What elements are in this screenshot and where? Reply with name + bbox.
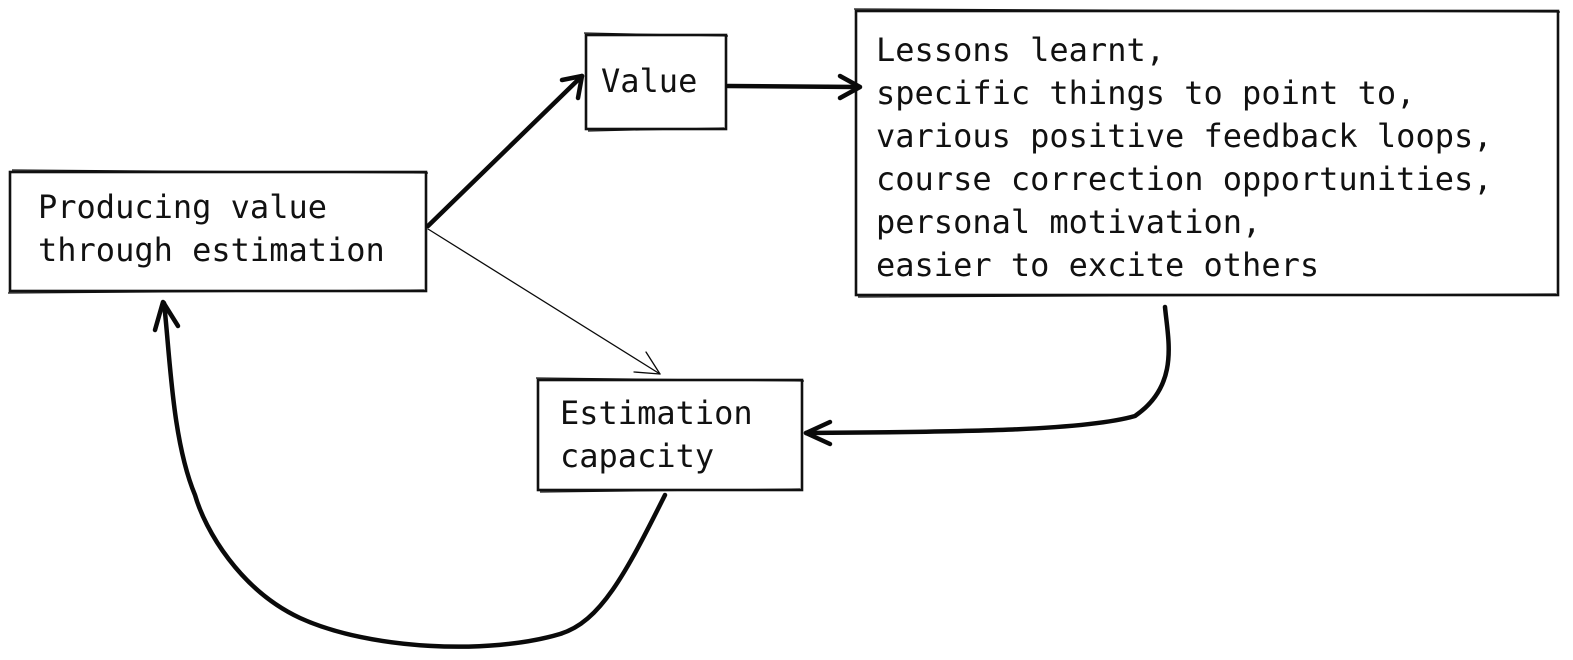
node-producing-value[interactable]: Producing value through estimation bbox=[7, 169, 429, 294]
node-estimation-capacity-line-1: Estimation bbox=[560, 394, 753, 432]
node-producing-value-line-2: through estimation bbox=[38, 231, 385, 269]
node-lessons-line-6: easier to excite others bbox=[876, 246, 1319, 284]
edge-value-to-lessons bbox=[725, 73, 863, 101]
edge-producing-to-estimation bbox=[427, 228, 661, 375]
node-lessons-line-3: various positive feedback loops, bbox=[876, 117, 1493, 155]
arrowhead bbox=[559, 73, 585, 101]
svg-text:Lessons learnt, specific: Lessons learnt, specific things to point… bbox=[876, 31, 1512, 284]
svg-text:Estimation capacity: Estimation capacity bbox=[560, 394, 772, 475]
node-value-label: Value bbox=[601, 62, 697, 100]
node-estimation-capacity[interactable]: Estimation capacity bbox=[535, 377, 805, 493]
node-lessons-line-5: personal motivation, bbox=[876, 203, 1261, 241]
edge-estimation-to-producing bbox=[152, 299, 668, 649]
arrowhead bbox=[633, 351, 661, 375]
node-lessons-line-2: specific things to point to, bbox=[876, 74, 1415, 112]
arrowhead bbox=[837, 73, 863, 101]
node-lessons-line-1: Lessons learnt, bbox=[876, 31, 1165, 69]
node-value[interactable]: Value bbox=[583, 32, 729, 132]
svg-text:Value: Value bbox=[601, 62, 697, 100]
edge-producing-to-value bbox=[425, 73, 585, 229]
node-lessons-line-4: course correction opportunities, bbox=[876, 160, 1493, 198]
node-lessons[interactable]: Lessons learnt, specific things to point… bbox=[853, 8, 1561, 298]
node-estimation-capacity-line-2: capacity bbox=[560, 437, 714, 475]
svg-text:Producing value through: Producing value through estimation bbox=[38, 188, 385, 269]
arrowhead bbox=[803, 419, 833, 447]
edge-lessons-to-estimation bbox=[803, 304, 1171, 447]
arrowhead bbox=[152, 299, 181, 333]
node-producing-value-line-1: Producing value bbox=[38, 188, 327, 226]
